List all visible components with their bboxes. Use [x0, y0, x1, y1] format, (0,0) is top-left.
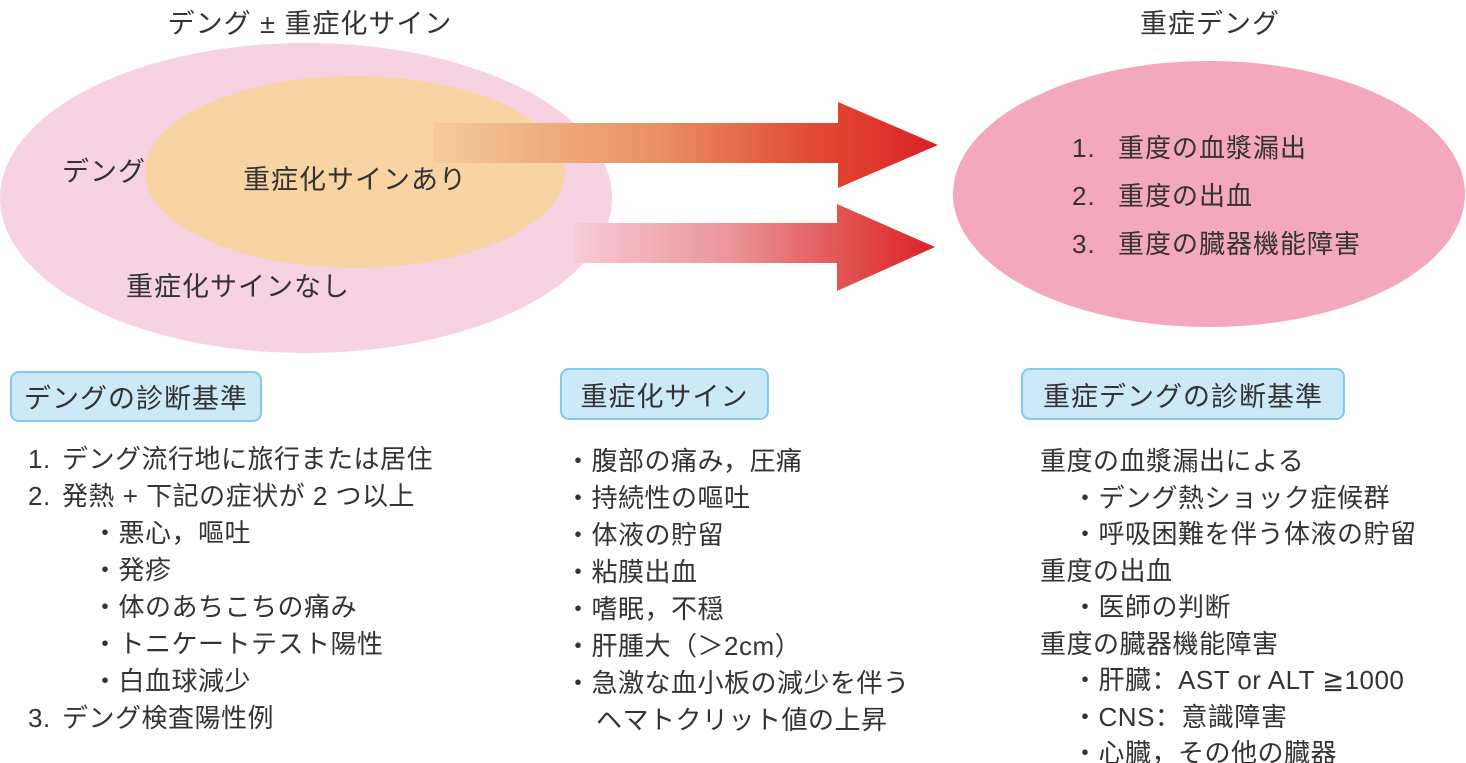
- section-header-severe-criteria: 重症デングの診断基準: [1021, 368, 1345, 420]
- item-text: 発熱 + 下記の症状が 2 つ以上: [62, 481, 416, 511]
- bullet: ・: [92, 555, 119, 585]
- arrow-upper-icon: [433, 102, 938, 188]
- item-number: 1.: [28, 444, 51, 474]
- arrow-lower-icon: [575, 204, 935, 291]
- item-text: 心臓，その他の臓器: [1098, 738, 1338, 763]
- item-text: 体液の貯留: [591, 520, 725, 550]
- list-item: ・心臓，その他の臓器: [1034, 735, 1417, 763]
- list-item: 3. 重度の臓器機能障害: [1072, 220, 1361, 268]
- bullet: ・: [565, 668, 592, 698]
- item-text: ヘマトクリット値の上昇: [596, 705, 888, 735]
- right-group-title: 重症デング: [1140, 9, 1280, 39]
- list-item: 1. 重度の血漿漏出: [1072, 124, 1361, 172]
- section-header-dengue-criteria: デングの診断基準: [10, 371, 262, 422]
- bullet: ・: [565, 446, 592, 476]
- item-text: 悪心，嘔吐: [118, 518, 252, 548]
- list-item: ヘマトクリット値の上昇: [560, 702, 910, 739]
- list-item: ・悪心，嘔吐: [28, 515, 433, 552]
- item-text: 重度の臓器機能障害: [1040, 628, 1279, 659]
- bullet: ・: [565, 594, 592, 624]
- bullet: ・: [565, 520, 592, 550]
- item-text: 呼吸困難を伴う体液の貯留: [1098, 519, 1417, 549]
- bullet: ・: [565, 483, 592, 513]
- section-body-dengue-criteria: 1.デング流行地に旅行または居住 2.発熱 + 下記の症状が 2 つ以上 ・悪心…: [28, 441, 433, 737]
- list-item: 3. デング検査陽性例: [28, 700, 433, 737]
- progression-arrows: [433, 102, 938, 291]
- item-text: CNS：意識障害: [1098, 701, 1288, 732]
- item-text: デング流行地に旅行または居住: [62, 444, 434, 474]
- item-number: 2.: [1072, 181, 1096, 211]
- list-item: ・嗜眠，不穏: [560, 591, 910, 628]
- list-item: ・急激な血小板の減少を伴う: [560, 665, 910, 702]
- list-item: 2. 発熱 + 下記の症状が 2 つ以上: [28, 478, 433, 515]
- bullet: ・: [92, 592, 119, 622]
- section-body-severe-criteria: 重度の血漿漏出による ・デング熱ショック症候群 ・呼吸困難を伴う体液の貯留 重度…: [1034, 443, 1417, 763]
- item-text: トニケートテスト陽性: [118, 629, 384, 659]
- item-text: 重度の血漿漏出: [1118, 133, 1308, 163]
- item-text: 重度の出血: [1118, 181, 1254, 211]
- list-item: 重度の臓器機能障害: [1034, 626, 1417, 663]
- list-item: ・CNS：意識障害: [1034, 699, 1417, 736]
- item-text: 重度の出血: [1040, 555, 1173, 586]
- bullet: ・: [1072, 482, 1099, 513]
- list-item: ・体のあちこちの痛み: [28, 589, 433, 626]
- bullet: ・: [1072, 738, 1099, 763]
- item-text: 体のあちこちの痛み: [118, 592, 358, 622]
- dengue-label: デング: [62, 157, 146, 187]
- item-text: 肝臓：AST or ALT ≧1000: [1098, 665, 1405, 695]
- item-text: デング検査陽性例: [62, 703, 275, 733]
- item-text: 急激な血小板の減少を伴う: [591, 668, 910, 698]
- list-item: ・持続性の嘔吐: [560, 480, 910, 517]
- list-item: 重度の出血: [1034, 553, 1417, 590]
- list-item: 2. 重度の出血: [1072, 172, 1361, 220]
- list-item: ・白血球減少: [28, 663, 433, 700]
- list-item: ・肝臓：AST or ALT ≧1000: [1034, 662, 1417, 699]
- list-item: ・体液の貯留: [560, 517, 910, 554]
- list-item: ・呼吸困難を伴う体液の貯留: [1034, 516, 1417, 553]
- bullet: ・: [1072, 701, 1099, 732]
- list-item: ・粘膜出血: [560, 554, 910, 591]
- warning-signs-ellipse: [145, 76, 565, 268]
- bullet: ・: [565, 557, 592, 587]
- item-text: 嗜眠，不穏: [591, 594, 725, 624]
- item-text: 粘膜出血: [591, 557, 698, 587]
- item-text: 重度の臓器機能障害: [1118, 229, 1362, 259]
- list-item: ・腹部の痛み，圧痛: [560, 443, 910, 480]
- list-item: ・肝腫大（＞2cm）: [560, 628, 910, 665]
- item-text: 医師の判断: [1098, 592, 1232, 622]
- list-item: ・トニケートテスト陽性: [28, 626, 433, 663]
- item-text: 肝腫大（＞2cm）: [591, 631, 802, 661]
- list-item: ・発疹: [28, 552, 433, 589]
- bullet: ・: [1072, 665, 1099, 695]
- item-number: 1.: [1072, 133, 1096, 163]
- bullet: ・: [565, 631, 592, 661]
- with-warning-signs-label: 重症化サインあり: [243, 165, 467, 195]
- list-item: 1. デング流行地に旅行または居住: [28, 441, 433, 478]
- item-number: 2.: [28, 481, 51, 511]
- item-text: 腹部の痛み，圧痛: [591, 446, 803, 476]
- bullet: ・: [92, 518, 119, 548]
- list-item: ・デング熱ショック症候群: [1034, 480, 1417, 517]
- list-item: ・医師の判断: [1034, 589, 1417, 626]
- severe-dengue-ellipse: [953, 61, 1465, 327]
- section-body-warning-signs: ・腹部の痛み，圧痛 ・持続性の嘔吐 ・体液の貯留 ・粘膜出血 ・嗜眠，不穏 ・肝…: [560, 443, 910, 739]
- bullet: ・: [92, 666, 119, 696]
- item-number: 3.: [1072, 229, 1096, 259]
- bullet: ・: [1072, 519, 1099, 549]
- severe-dengue-list: 1. 重度の血漿漏出 2. 重度の出血 3. 重度の臓器機能障害: [1072, 124, 1361, 268]
- item-text: 持続性の嘔吐: [591, 483, 751, 513]
- bullet: ・: [92, 629, 119, 659]
- bullet: ・: [1072, 592, 1099, 622]
- item-text: デング熱ショック症候群: [1098, 482, 1391, 513]
- without-warning-signs-label: 重症化サインなし: [126, 272, 350, 302]
- item-text: 重度の血漿漏出による: [1040, 446, 1305, 476]
- section-header-warning-signs: 重症化サイン: [560, 368, 769, 420]
- item-text: 白血球減少: [118, 666, 252, 696]
- left-group-title: デング ± 重症化サイン: [167, 9, 453, 39]
- list-item: 重度の血漿漏出による: [1034, 443, 1417, 480]
- item-text: 発疹: [118, 555, 172, 585]
- item-number: 3.: [28, 703, 51, 733]
